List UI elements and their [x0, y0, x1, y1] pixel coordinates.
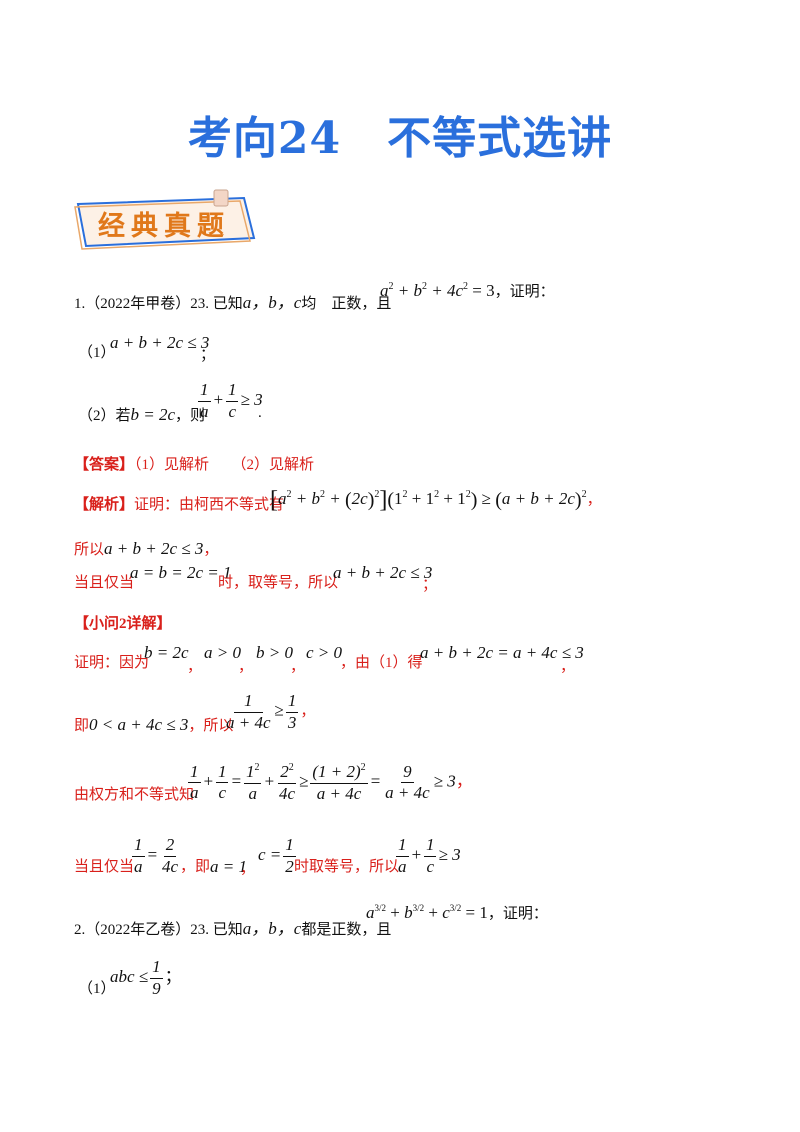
sub2-line3-pre: 由权方和不等式知 — [74, 787, 195, 803]
analysis-line3-expr: a = b = 2c = 1 — [130, 563, 232, 582]
q1-header: 1.（2022年甲卷）23. 已知a，b，c均 正数，且 — [74, 293, 392, 312]
section-badge-label: 经典真题 — [98, 211, 230, 242]
analysis-line3-mid: 时，取等号，所以 — [218, 575, 339, 591]
sub2-tag: 【小问2详解】 — [74, 616, 172, 632]
q1-part1-tail: ； — [200, 347, 216, 363]
sub2-line2: 即0 < a + 4c ≤ 3，所以 — [74, 715, 234, 734]
analysis-line3-tail: ； — [422, 577, 438, 593]
sub2-line4-mid: ，即 — [180, 859, 211, 875]
analysis-line2: 所以a + b + 2c ≤ 3， — [74, 539, 219, 558]
section-badge: 经典真题 — [72, 188, 262, 258]
q2-header: 2.（2022年乙卷）23. 已知a，b，c都是正数，且 — [74, 919, 392, 938]
q1-part1-label: （1） — [78, 345, 116, 361]
answer-line: 【答案】（1）见解析 （2）见解析 — [74, 457, 315, 473]
analysis-line3-expr2: a + b + 2c ≤ 3 — [333, 563, 433, 582]
sub2-line1-pre: 证明：因为 — [74, 655, 150, 671]
badge-frame-icon — [74, 189, 256, 250]
q1-part2-tail: . — [258, 405, 262, 421]
sub2-a-value: a = 1 — [210, 857, 247, 876]
sub2-cond-a: a > 0 — [204, 643, 241, 662]
q1-condition: a2 + b2 + 4c2 = 3，证明： — [380, 281, 555, 300]
q2-part1-label: （1） — [78, 981, 116, 997]
sub2-cond-b: b = 2c — [144, 643, 189, 662]
q1-part2: （2）若b = 2c，则 — [78, 405, 206, 424]
cauchy-expr: [a2 + b2 + (2c)2](12 + 12 + 12) ≥ (a + b… — [270, 487, 602, 513]
sub2-cond-c-pos: c > 0 — [306, 643, 343, 662]
q2-condition: a3/2 + b3/2 + c3/2 = 1，证明： — [366, 903, 548, 922]
sub2-cond-b-pos: b > 0 — [256, 643, 293, 662]
analysis-line1: 【解析】证明：由柯西不等式有 — [74, 497, 285, 513]
sub2-line1-mid: ，由（1）得 — [340, 655, 423, 671]
q1-part1-expr: a + b + 2c ≤ 3 — [110, 333, 210, 352]
analysis-line3-pre: 当且仅当 — [74, 575, 135, 591]
sub2-line4-pre: 当且仅当 — [74, 859, 135, 875]
sub2-line4-mid2: 时取等号，所以 — [294, 859, 400, 875]
sub2-line1-expr: a + b + 2c = a + 4c ≤ 3 — [420, 643, 584, 662]
